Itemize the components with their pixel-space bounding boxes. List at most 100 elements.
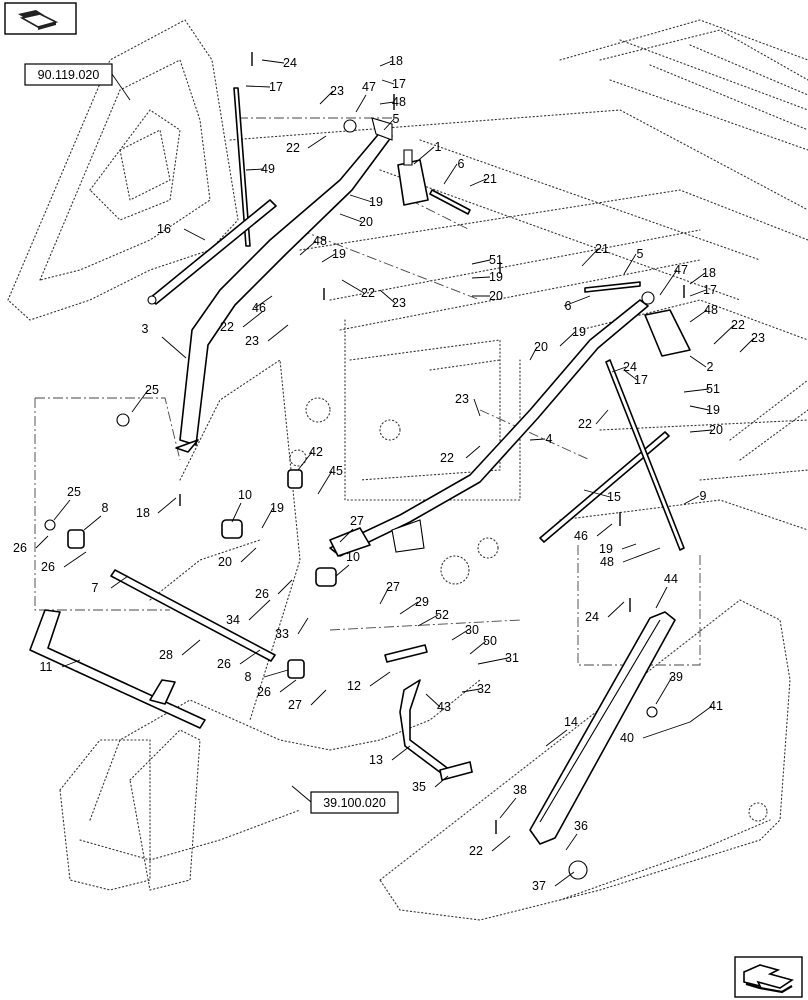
callout-8[interactable]: 8	[83, 501, 109, 531]
callout-48[interactable]: 48	[299, 234, 327, 256]
callout-39[interactable]: 39	[655, 670, 683, 705]
callout-5[interactable]: 5	[623, 247, 644, 275]
callout-51[interactable]: 51	[683, 382, 720, 396]
callout-10[interactable]: 10	[335, 550, 360, 577]
callout-26[interactable]: 26	[257, 679, 297, 699]
callout-35[interactable]: 35	[412, 775, 449, 794]
callout-23[interactable]: 23	[379, 289, 406, 310]
callout-24[interactable]: 24	[611, 360, 637, 374]
callout-17[interactable]: 17	[623, 369, 648, 387]
callout-48[interactable]: 48	[689, 303, 718, 323]
callout-25[interactable]: 25	[53, 485, 81, 521]
callout-14[interactable]: 14	[545, 715, 578, 747]
callout-34[interactable]: 34	[226, 599, 271, 627]
callout-47[interactable]: 47	[659, 263, 688, 296]
callout-19[interactable]: 19	[321, 247, 346, 263]
callout-3[interactable]: 3	[142, 322, 187, 359]
callout-18[interactable]: 18	[689, 266, 716, 285]
callout-20[interactable]: 20	[472, 289, 503, 303]
callout-5[interactable]: 5	[383, 112, 400, 131]
callout-26[interactable]: 26	[13, 535, 49, 555]
callout-29[interactable]: 29	[399, 595, 429, 615]
callout-7[interactable]: 7	[92, 575, 129, 595]
callout-20[interactable]: 20	[689, 423, 723, 437]
callout-19[interactable]: 19	[599, 542, 637, 556]
callout-15[interactable]: 15	[583, 489, 621, 504]
callout-30[interactable]: 30	[451, 623, 479, 641]
callout-48[interactable]: 48	[379, 95, 406, 109]
callout-20[interactable]: 20	[218, 547, 257, 569]
callout-28[interactable]: 28	[159, 639, 201, 662]
callout-50[interactable]: 50	[469, 634, 497, 655]
callout-11[interactable]: 11	[40, 659, 81, 674]
callout-20[interactable]: 20	[339, 213, 373, 229]
callout-22[interactable]: 22	[469, 835, 511, 858]
callout-22[interactable]: 22	[220, 311, 263, 334]
callout-24[interactable]: 24	[585, 601, 625, 624]
callout-12[interactable]: 12	[347, 671, 391, 693]
callout-27[interactable]: 27	[379, 580, 400, 605]
reference-box-bottom[interactable]: 39.100.020	[291, 785, 399, 814]
callout-46[interactable]: 46	[252, 295, 273, 315]
callout-22[interactable]: 22	[341, 279, 375, 300]
callout-21[interactable]: 21	[581, 242, 609, 267]
callout-41[interactable]: 41	[689, 699, 723, 723]
callout-23[interactable]: 23	[245, 324, 289, 348]
callout-10[interactable]: 10	[231, 488, 252, 523]
callout-23[interactable]: 23	[319, 84, 344, 105]
callout-4[interactable]: 4	[529, 432, 553, 446]
callout-52[interactable]: 52	[417, 608, 449, 627]
callout-19[interactable]: 19	[689, 403, 720, 417]
callout-48[interactable]: 48	[600, 547, 661, 569]
callout-27[interactable]: 27	[339, 514, 364, 543]
callout-19[interactable]: 19	[471, 270, 503, 284]
callout-26[interactable]: 26	[41, 551, 87, 574]
binder-book-icon[interactable]	[4, 2, 77, 35]
callout-32[interactable]: 32	[461, 682, 491, 696]
callout-46[interactable]: 46	[574, 523, 613, 543]
callout-22[interactable]: 22	[440, 445, 481, 465]
callout-19[interactable]: 19	[559, 325, 586, 347]
callout-19[interactable]: 19	[349, 194, 383, 209]
callout-6[interactable]: 6	[563, 295, 591, 313]
callout-2[interactable]: 2	[689, 355, 714, 374]
callout-22[interactable]: 22	[578, 409, 609, 431]
callout-37[interactable]: 37	[532, 871, 575, 893]
callout-23[interactable]: 23	[455, 392, 481, 417]
callout-27[interactable]: 27	[288, 689, 327, 712]
callout-25[interactable]: 25	[131, 383, 159, 413]
callout-44[interactable]: 44	[655, 572, 678, 609]
callout-24[interactable]: 24	[261, 56, 297, 70]
callout-17[interactable]: 17	[381, 77, 406, 91]
callout-17[interactable]: 17	[245, 80, 283, 94]
callout-47[interactable]: 47	[355, 80, 376, 113]
callout-17[interactable]: 17	[689, 283, 717, 297]
callout-42[interactable]: 42	[297, 445, 323, 471]
callout-51[interactable]: 51	[471, 253, 503, 267]
callout-23[interactable]: 23	[739, 331, 765, 353]
callout-16[interactable]: 16	[157, 222, 206, 241]
callout-31[interactable]: 31	[477, 651, 519, 665]
callout-8[interactable]: 8	[245, 669, 289, 684]
reference-box-top[interactable]: 90.119.020	[24, 63, 131, 101]
callout-22[interactable]: 22	[286, 135, 327, 155]
callout-20[interactable]: 20	[529, 340, 548, 361]
callout-26[interactable]: 26	[217, 649, 261, 671]
callout-9[interactable]: 9	[683, 489, 707, 505]
callout-40[interactable]: 40	[620, 721, 691, 745]
callout-26[interactable]: 26	[255, 579, 293, 601]
callout-1[interactable]: 1	[413, 140, 442, 165]
callout-49[interactable]: 49	[245, 162, 275, 176]
callout-19[interactable]: 19	[261, 501, 284, 529]
callout-18[interactable]: 18	[379, 54, 403, 68]
callout-18[interactable]: 18	[136, 497, 177, 520]
next-page-arrow-icon[interactable]	[734, 956, 803, 998]
callout-33[interactable]: 33	[275, 617, 309, 641]
callout-38[interactable]: 38	[499, 783, 527, 819]
callout-6[interactable]: 6	[443, 157, 465, 185]
callout-22[interactable]: 22	[713, 318, 745, 345]
callout-45[interactable]: 45	[317, 464, 343, 495]
callout-43[interactable]: 43	[425, 693, 451, 714]
callout-36[interactable]: 36	[565, 819, 588, 851]
callout-13[interactable]: 13	[369, 745, 411, 767]
